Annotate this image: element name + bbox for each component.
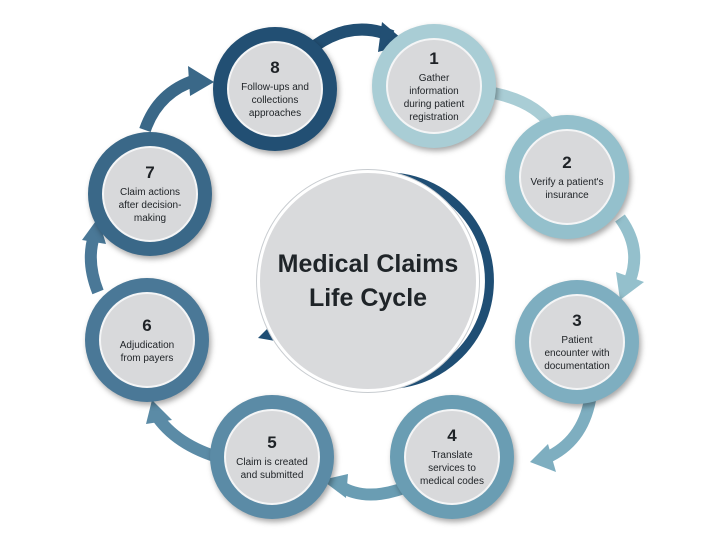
step-5: 5 Claim is created and submitted <box>210 395 334 519</box>
step-number: 4 <box>447 426 457 445</box>
step-line: Adjudication <box>119 339 175 351</box>
step-number: 8 <box>270 58 280 77</box>
step-text: Gather information during patient regist… <box>398 72 471 124</box>
arrow-7-to-8 <box>139 66 214 133</box>
step-line: registration <box>409 111 459 123</box>
step-3: 3 Patient encounter with documentation <box>515 280 639 404</box>
step-line: during patient <box>403 98 465 110</box>
step-line: documentation <box>544 361 610 372</box>
step-7-inner: 7 Claim actions after decision- making <box>102 146 198 242</box>
step-1-inner: 1 Gather information during patient regi… <box>386 38 482 134</box>
step-8-inner: 8 Follow-ups and collections approaches <box>227 41 323 137</box>
step-line: Patient <box>561 335 593 346</box>
step-2: 2 Verify a patient's insurance <box>505 115 629 239</box>
step-number: 6 <box>142 315 152 335</box>
step-text: Follow-ups and collections approaches <box>235 81 315 120</box>
step-7: 7 Claim actions after decision- making <box>88 132 212 256</box>
step-line: Claim actions <box>119 187 181 198</box>
step-line: from payers <box>120 352 174 364</box>
step-6: 6 Adjudication from payers <box>85 278 209 402</box>
step-5-inner: 5 Claim is created and submitted <box>224 409 320 505</box>
step-line: and submitted <box>240 469 304 481</box>
step-line: after decision- <box>118 200 182 211</box>
step-text: Patient encounter with documentation <box>538 334 616 373</box>
step-text: Translate services to medical codes <box>414 449 490 488</box>
step-line: making <box>133 213 167 224</box>
step-line: medical codes <box>420 476 484 487</box>
step-line: collections <box>251 95 299 106</box>
step-3-inner: 3 Patient encounter with documentation <box>529 294 625 390</box>
step-line: information <box>409 85 459 97</box>
step-line: Claim is created <box>236 456 308 468</box>
center-title-circle: Medical Claims Life Cycle <box>257 170 479 392</box>
step-line: Verify a patient's <box>530 176 604 188</box>
arrow-3-to-4 <box>530 398 596 472</box>
step-number: 7 <box>145 163 155 182</box>
step-8: 8 Follow-ups and collections approaches <box>213 27 337 151</box>
step-text: Claim is created and submitted <box>230 456 314 482</box>
step-4-inner: 4 Translate services to medical codes <box>404 409 500 505</box>
title-line-1: Medical Claims <box>277 250 459 278</box>
step-2-inner: 2 Verify a patient's insurance <box>519 129 615 225</box>
arrow-2-to-3 <box>615 214 644 300</box>
step-line: services to <box>428 463 476 474</box>
step-line: Translate <box>431 450 473 461</box>
title-line-2: Life Cycle <box>308 284 428 312</box>
step-6-inner: 6 Adjudication from payers <box>99 292 195 388</box>
step-number: 3 <box>572 311 582 330</box>
step-line: approaches <box>248 108 302 119</box>
step-text: Verify a patient's insurance <box>524 176 609 202</box>
step-line: encounter with <box>544 348 610 359</box>
step-line: Follow-ups and <box>241 82 309 93</box>
step-number: 2 <box>562 152 572 172</box>
step-4: 4 Translate services to medical codes <box>390 395 514 519</box>
step-line: insurance <box>545 189 589 201</box>
step-number: 5 <box>267 432 277 452</box>
step-1: 1 Gather information during patient regi… <box>372 24 496 148</box>
step-line: Gather <box>418 72 450 84</box>
step-text: Adjudication from payers <box>114 339 180 365</box>
step-text: Claim actions after decision- making <box>113 186 188 225</box>
step-number: 1 <box>429 48 439 68</box>
